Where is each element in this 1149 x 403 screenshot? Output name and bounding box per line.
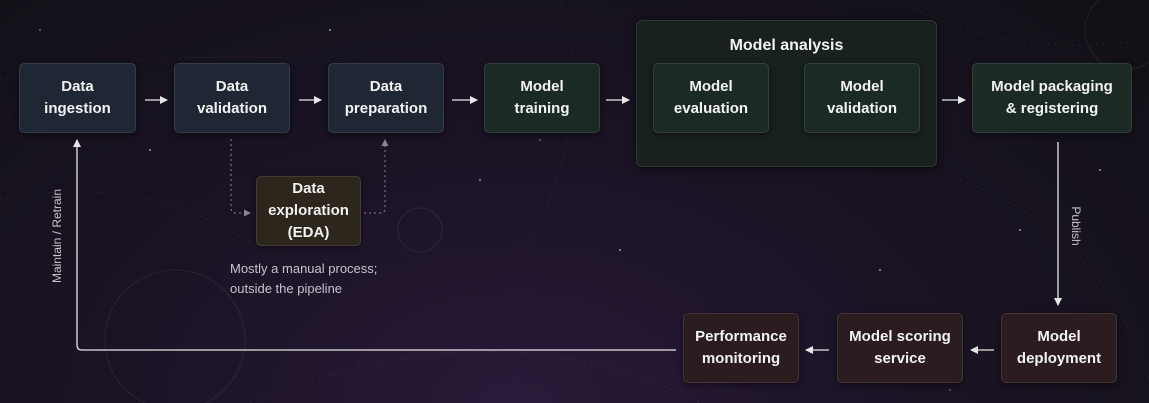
stage-model-evaluation[interactable]: Model evaluation: [653, 63, 769, 133]
stage-data-ingestion[interactable]: Data ingestion: [19, 63, 136, 133]
stage-model-scoring-label: Model scoring service: [849, 328, 951, 367]
exploration-note: Mostly a manual process; outside the pip…: [230, 261, 378, 296]
stage-data-preparation[interactable]: Data preparation: [328, 63, 444, 133]
stage-model-training[interactable]: Model training: [484, 63, 600, 133]
stage-model-training-label: Model training: [514, 78, 570, 117]
model-analysis-title: Model analysis: [729, 37, 844, 54]
stage-data-validation-label: Data validation: [196, 78, 267, 117]
stage-performance-monitoring-label: Performance monitoring: [695, 328, 787, 367]
stage-model-scoring[interactable]: Model scoring service: [837, 313, 963, 383]
stage-model-evaluation-label: Model evaluation: [673, 78, 749, 117]
stage-model-packaging-label: Model packaging & registering: [991, 78, 1113, 117]
publish-label: Publish: [1069, 206, 1083, 246]
arrow-maintain-retrain: [73, 139, 676, 351]
dotted-exploration-preparation: [364, 139, 389, 214]
stage-performance-monitoring[interactable]: Performance monitoring: [683, 313, 799, 383]
stage-data-validation[interactable]: Data validation: [174, 63, 290, 133]
stage-data-ingestion-label: Data ingestion: [44, 78, 111, 117]
stage-data-exploration[interactable]: Data exploration (EDA): [256, 176, 361, 246]
maintain-retrain-label: Maintain / Retrain: [50, 188, 64, 284]
stage-model-validation[interactable]: Model validation: [804, 63, 920, 133]
stage-model-validation-label: Model validation: [826, 78, 897, 117]
stage-model-packaging[interactable]: Model packaging & registering: [972, 63, 1132, 133]
stage-data-preparation-label: Data preparation: [344, 78, 428, 117]
stage-data-exploration-label: Data exploration (EDA): [268, 180, 349, 241]
stage-model-deployment-label: Model deployment: [1016, 328, 1102, 367]
stage-model-deployment[interactable]: Model deployment: [1001, 313, 1117, 383]
dotted-validation-exploration: [230, 139, 251, 217]
